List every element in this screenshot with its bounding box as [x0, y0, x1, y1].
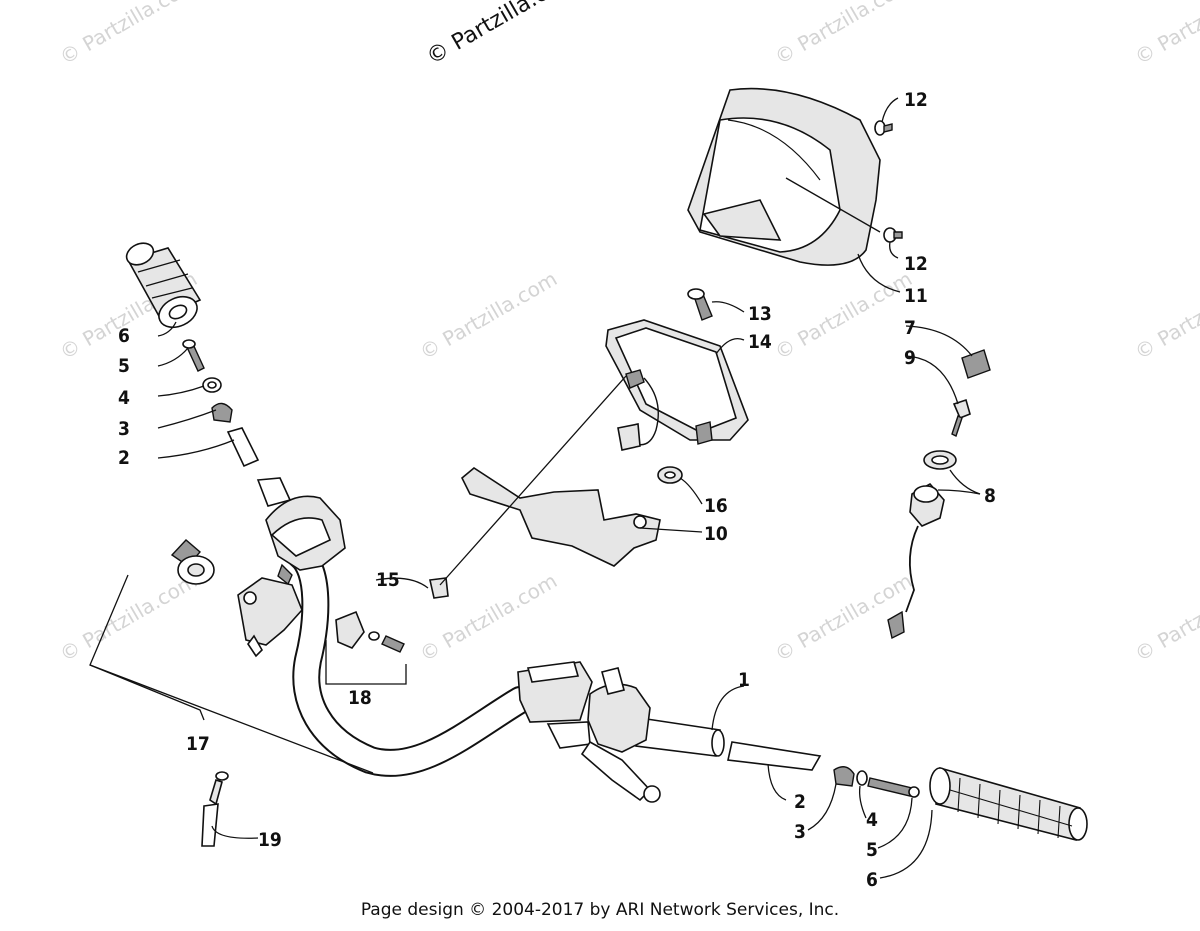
clip-15 — [429, 577, 449, 599]
leader-lines — [157, 97, 981, 879]
wire-19 — [201, 771, 229, 847]
callout-8: 8 — [984, 485, 996, 507]
watermark: © Partzilla.com — [1131, 568, 1200, 666]
callout-12: 12 — [904, 89, 928, 111]
watermark: © Partzilla.com — [1131, 0, 1200, 69]
watermark: © Partzilla.com — [416, 266, 562, 364]
left-grip — [125, 242, 202, 329]
right-switch-housing — [587, 667, 651, 753]
clamp-assembly — [335, 610, 405, 653]
callout-5: 5 — [118, 355, 130, 377]
throttle-assembly — [170, 539, 303, 658]
callout-9: 9 — [904, 347, 916, 369]
callout-7: 7 — [904, 317, 916, 339]
watermark: © Partzilla.com — [56, 568, 202, 666]
callout-3: 3 — [118, 418, 130, 440]
fastener-12-top — [874, 120, 893, 136]
callout-18: 18 — [348, 687, 372, 709]
footer-copyright: Page design © 2004-2017 by ARI Network S… — [360, 900, 840, 920]
callout-15: 15 — [376, 569, 400, 591]
right-end-hardware — [727, 741, 920, 798]
callout-14: 14 — [748, 331, 772, 353]
headlight-cover — [687, 87, 881, 266]
watermark: © Partzilla.com — [771, 0, 917, 69]
callout-6: 6 — [866, 869, 878, 891]
bracket-18 — [325, 640, 407, 685]
callout-4: 4 — [866, 809, 878, 831]
callout-17: 17 — [186, 733, 210, 755]
left-switch-housing — [265, 495, 346, 586]
left-end-hardware — [182, 339, 260, 468]
ignition-key-cap — [961, 349, 991, 379]
callout-13: 13 — [748, 303, 772, 325]
grommet-16 — [657, 466, 683, 484]
callout-10: 10 — [704, 523, 728, 545]
callout-2: 2 — [794, 791, 806, 813]
watermark: © Partzilla.com — [56, 0, 202, 69]
callouts: 1 2 2 3 3 4 4 5 5 6 6 7 8 9 10 11 12 12 … — [118, 89, 996, 891]
mounting-bracket — [461, 467, 661, 567]
bolt-13 — [687, 288, 713, 321]
callout-1: 1 — [738, 669, 750, 691]
callout-2: 2 — [118, 447, 130, 469]
callout-16: 16 — [704, 495, 728, 517]
callout-4: 4 — [118, 387, 130, 409]
callout-19: 19 — [258, 829, 282, 851]
brake-master-cylinder — [517, 661, 661, 803]
fastener-12-bottom — [883, 227, 903, 243]
callout-3: 3 — [794, 821, 806, 843]
right-grip — [929, 766, 1088, 842]
ignition-key — [951, 398, 971, 437]
watermark-main: © Partzilla.com — [423, 0, 583, 70]
watermark: © Partzilla.com — [771, 266, 917, 364]
callout-5: 5 — [866, 839, 878, 861]
ignition-switch — [887, 450, 957, 640]
callout-11: 11 — [904, 285, 928, 307]
callout-12: 12 — [904, 253, 928, 275]
watermark: © Partzilla.com — [1131, 266, 1200, 364]
speedometer — [605, 319, 749, 451]
callout-6: 6 — [118, 325, 130, 347]
